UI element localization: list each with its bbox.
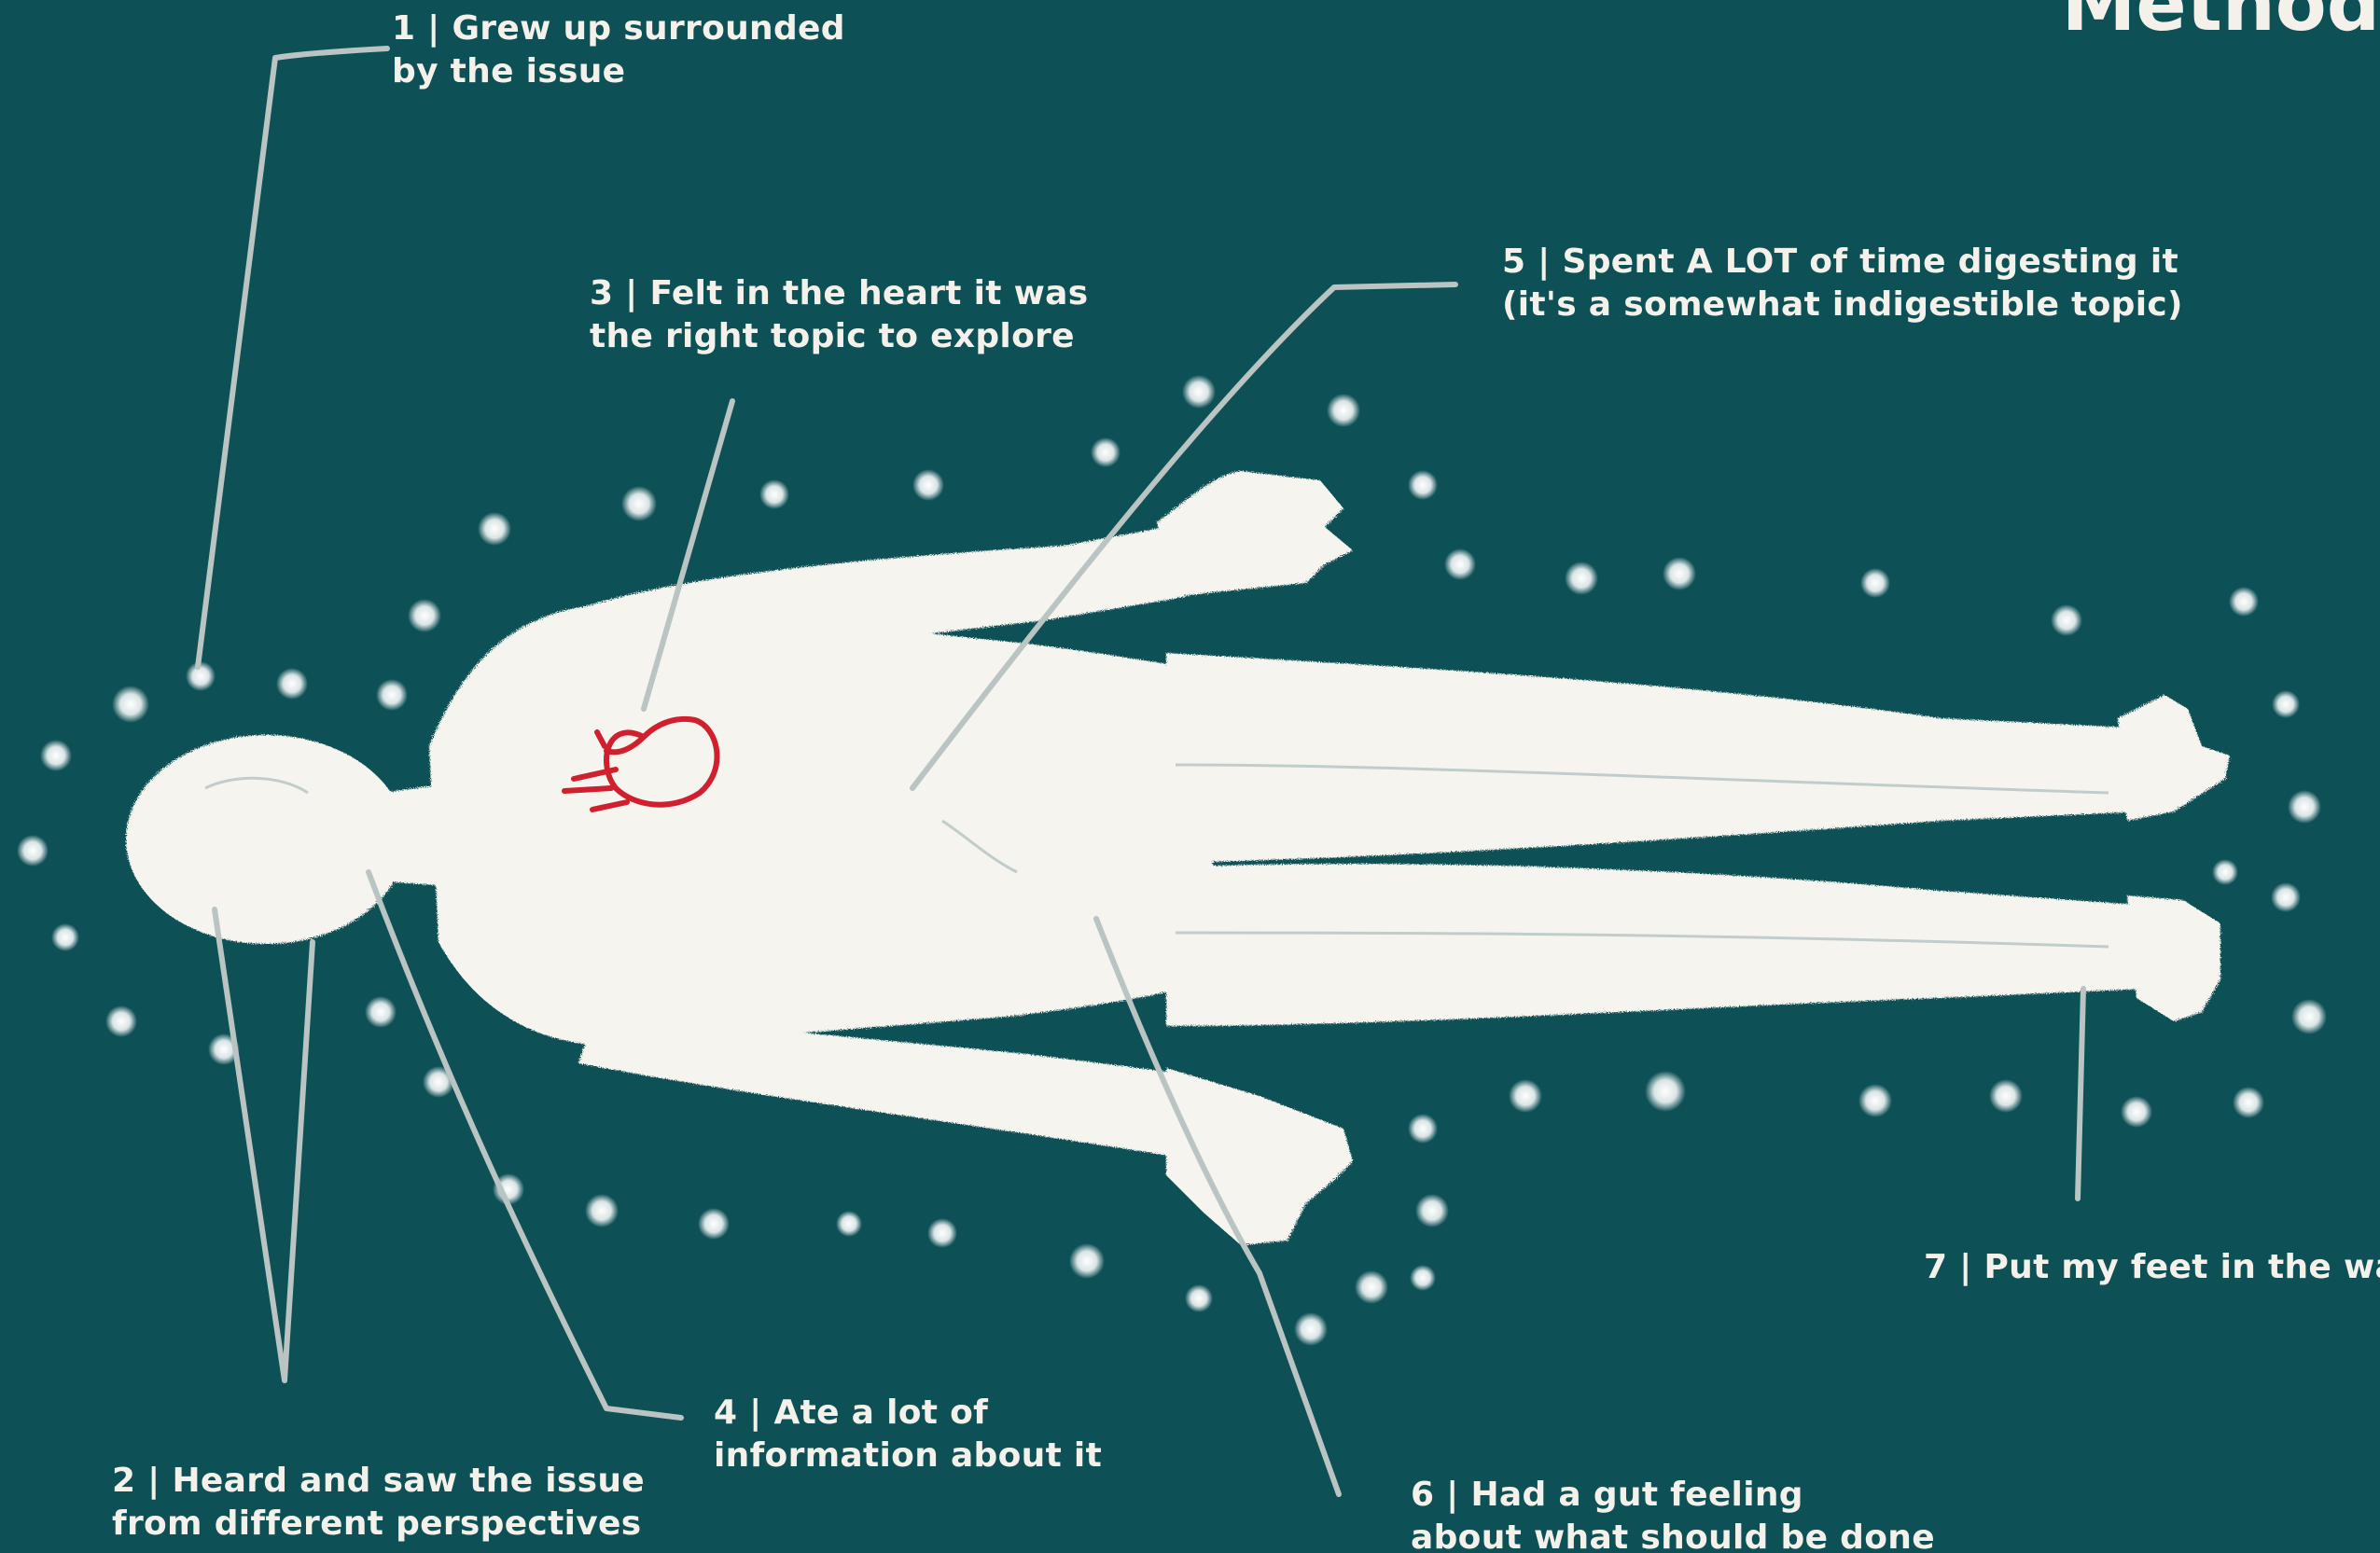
annotation-6-line-1: 6 | Had a gut feeling xyxy=(1411,1474,1935,1517)
leader-7 xyxy=(2078,989,2083,1199)
lower-foot xyxy=(2127,895,2220,1021)
annotation-3-line-2: the right topic to explore xyxy=(590,315,1088,358)
upper-foot xyxy=(2118,695,2230,821)
annotation-2: 2 | Heard and saw the issue from differe… xyxy=(112,1460,645,1546)
annotation-4: 4 | Ate a lot of information about it xyxy=(714,1392,1102,1477)
annotation-5-line-1: 5 | Spent A LOT of time digesting it xyxy=(1502,241,2183,284)
head xyxy=(126,735,406,944)
annotation-7-line-1: 7 | Put my feet in the water xyxy=(1924,1246,2380,1289)
annotation-1-line-1: 1 | Grew up surrounded xyxy=(392,7,845,50)
annotation-4-line-2: information about it xyxy=(714,1435,1102,1477)
annotation-2-line-2: from different perspectives xyxy=(112,1503,645,1546)
lower-hand xyxy=(1166,1068,1353,1245)
leader-1 xyxy=(198,49,387,667)
leader-2 xyxy=(215,909,313,1380)
torso xyxy=(429,603,1213,1047)
body-figure xyxy=(126,471,2230,1245)
upper-leg xyxy=(1166,653,2146,863)
annotation-3: 3 | Felt in the heart it was the right t… xyxy=(590,272,1088,358)
annotation-5: 5 | Spent A LOT of time digesting it (it… xyxy=(1502,241,2183,326)
page-title: Method xyxy=(2062,0,2380,47)
lower-arm xyxy=(578,1007,1176,1157)
annotation-1: 1 | Grew up surrounded by the issue xyxy=(392,7,845,93)
annotation-7: 7 | Put my feet in the water xyxy=(1924,1246,2380,1289)
annotation-3-line-1: 3 | Felt in the heart it was xyxy=(590,272,1088,315)
annotation-6: 6 | Had a gut feeling about what should … xyxy=(1411,1474,1935,1553)
annotation-2-line-1: 2 | Heard and saw the issue xyxy=(112,1460,645,1503)
annotation-4-line-1: 4 | Ate a lot of xyxy=(714,1392,1102,1435)
annotation-6-line-2: about what should be done xyxy=(1411,1517,1935,1553)
annotation-5-line-2: (it's a somewhat indigestible topic) xyxy=(1502,284,2183,326)
lower-leg xyxy=(1166,864,2146,1026)
annotation-1-line-2: by the issue xyxy=(392,50,845,93)
upper-hand xyxy=(1157,471,1353,597)
